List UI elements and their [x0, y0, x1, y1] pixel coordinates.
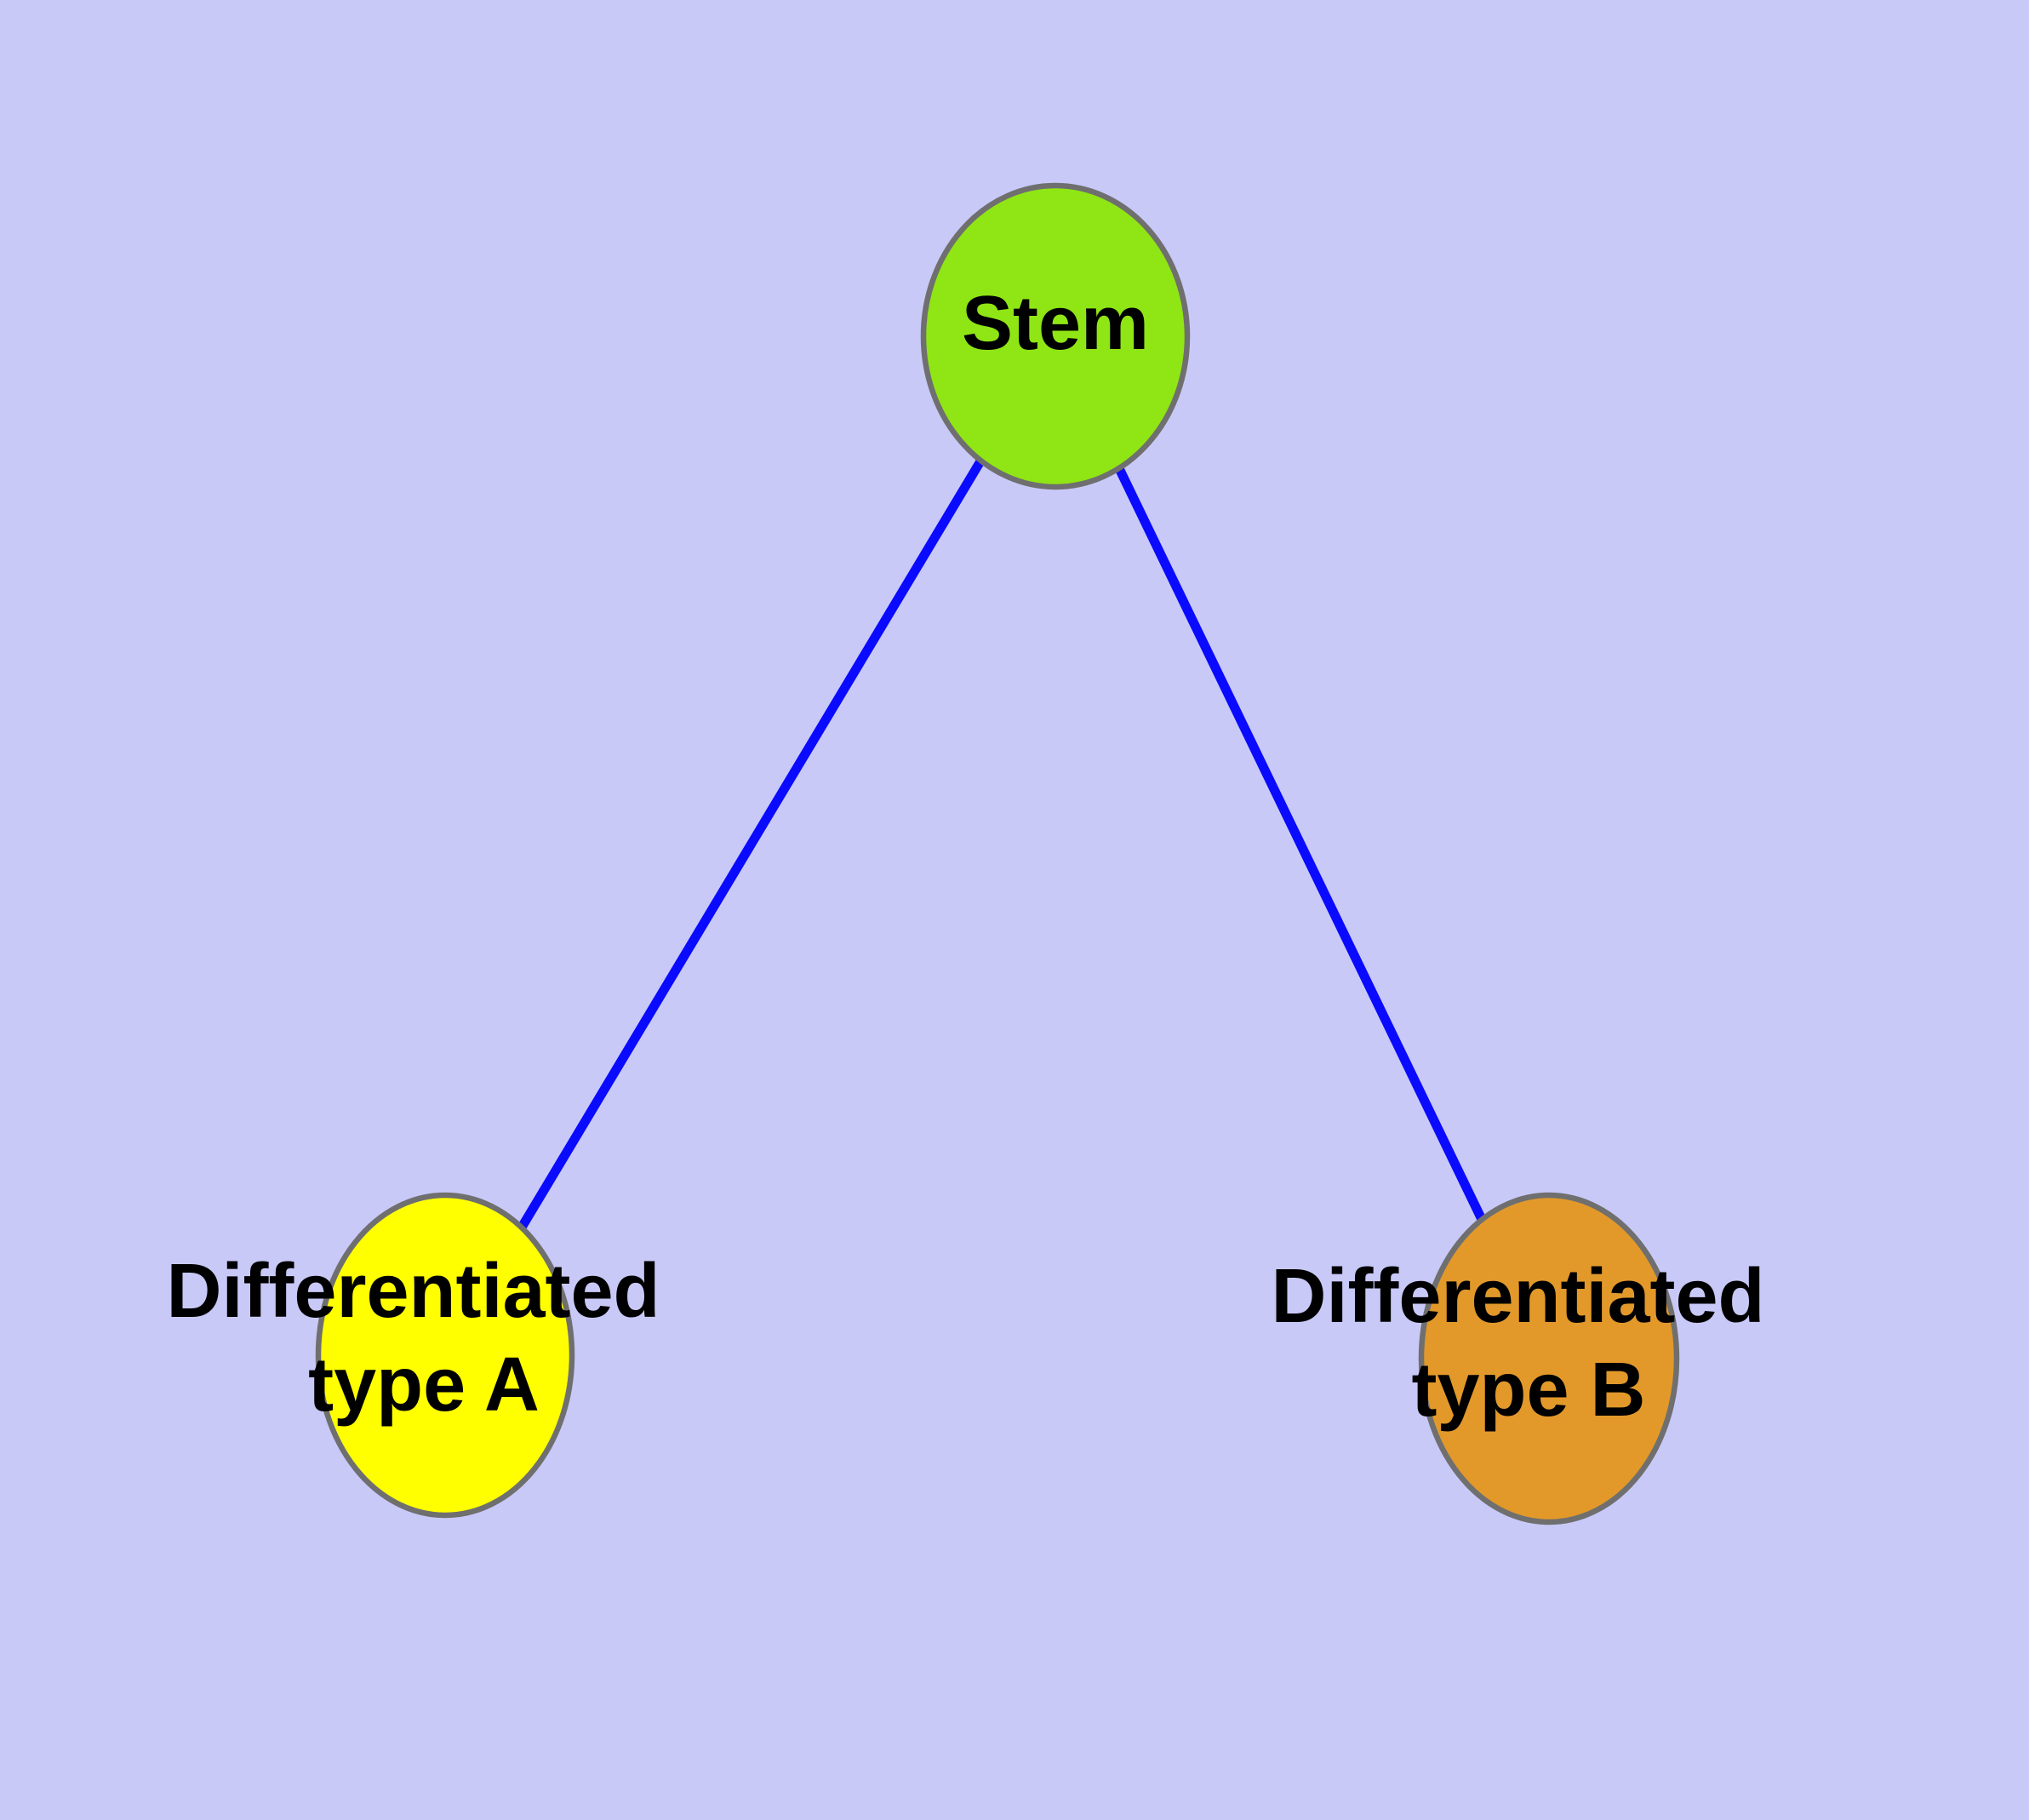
- node-type-b: [1418, 1192, 1680, 1525]
- node-type-b-label-line-2: type B: [1411, 1348, 1645, 1433]
- edge-stem-to-type-b: [1051, 334, 1553, 1361]
- node-type-a-label-line-1: Differentiated: [166, 1249, 660, 1334]
- node-stem-label: Stem: [962, 281, 1149, 366]
- node-type-b-label-line-1: Differentiated: [1271, 1254, 1764, 1339]
- node-type-a: [315, 1192, 575, 1519]
- node-stem: [920, 182, 1191, 490]
- node-type-b-label: Differentiated type B: [1271, 1254, 1786, 1433]
- node-type-a-label: Differentiated type A: [166, 1249, 681, 1428]
- edge-stem-to-type-a: [441, 334, 1060, 1358]
- node-type-a-label-line-2: type A: [308, 1342, 540, 1428]
